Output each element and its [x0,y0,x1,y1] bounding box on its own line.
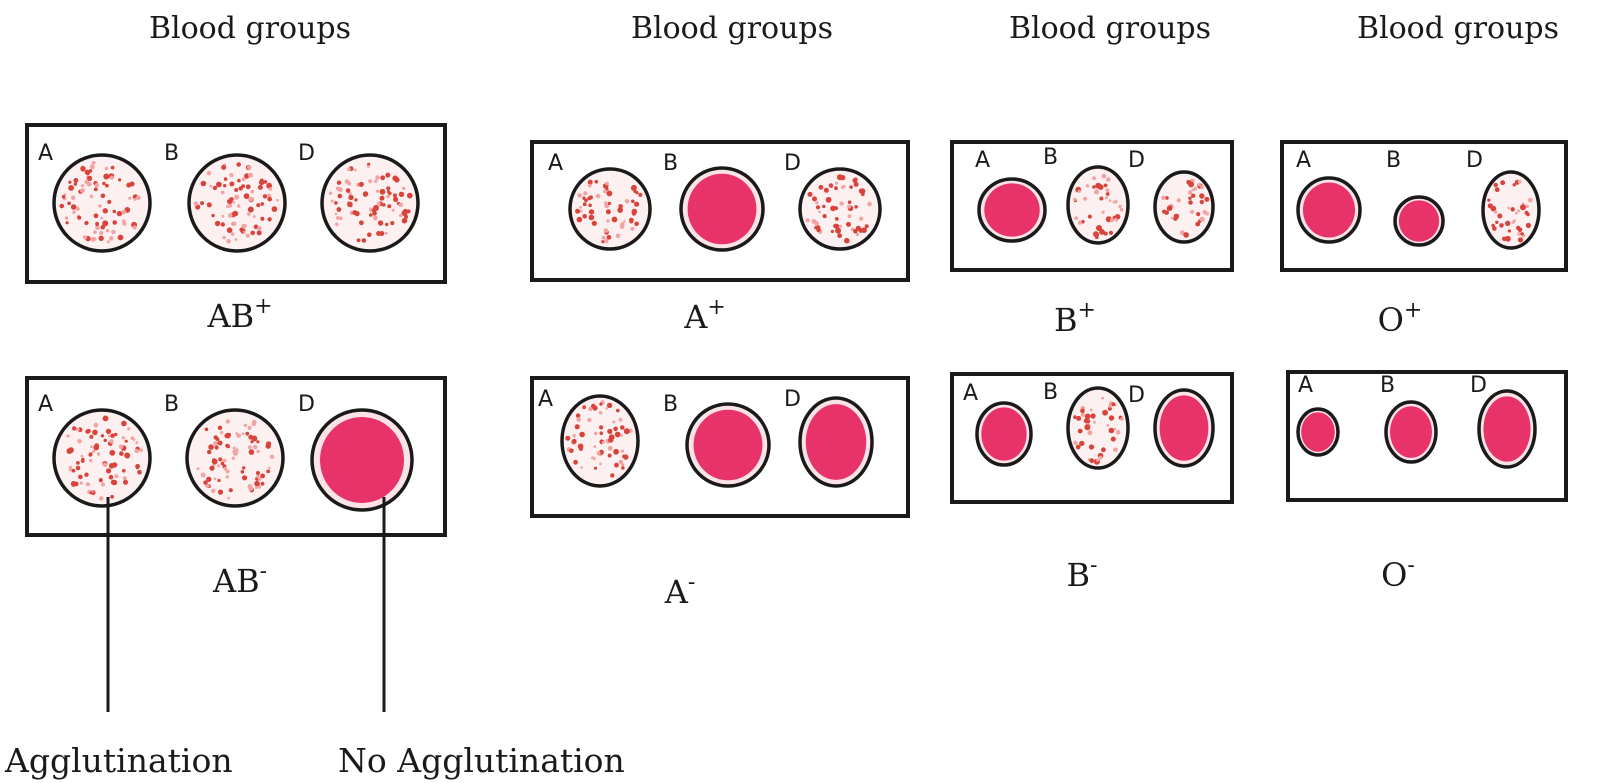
antiserum-letter: B [164,141,179,166]
blood-type-letters: B [1067,556,1091,594]
agglutination-well [54,410,150,506]
antiserum-letter: D [784,151,801,176]
blood-type-letters: O [1381,556,1407,594]
no-agglutination-well [1298,178,1360,242]
no-agglutination-well [1155,390,1213,466]
legend-no-agglutination: No Agglutination [338,741,625,780]
antiserum-letter: A [38,392,53,417]
antiserum-letter: B [663,151,678,176]
blood-type-label: A- [664,570,696,611]
agglutination-well [800,169,880,249]
rh-sign: + [1078,298,1096,323]
agglutination-well [1483,172,1539,248]
blood-type-label: O- [1381,553,1415,594]
blood-type-letters: A [664,573,689,611]
antiserum-letter: A [1296,148,1311,173]
antiserum-letter: A [975,148,990,173]
antiserum-letter: D [298,141,315,166]
antiserum-letter: D [298,392,315,417]
blood-type-label: AB- [212,559,267,600]
antiserum-letter: D [1466,148,1483,173]
blood-type-letters: B [1054,301,1078,339]
rh-sign: + [254,294,272,319]
no-agglutination-well [1298,409,1338,455]
agglutination-well [1068,388,1128,468]
rh-sign: - [260,559,267,584]
antiserum-letter: A [38,141,53,166]
antiserum-letter: A [548,151,563,176]
no-agglutination-well [977,403,1031,465]
antiserum-letter: B [1043,145,1058,170]
rh-sign: + [707,295,725,320]
no-agglutination-well [1386,402,1436,462]
agglutination-well [187,410,283,506]
no-agglutination-well [1479,391,1535,467]
antiserum-letter: B [1380,373,1395,398]
antiserum-letter: B [164,392,179,417]
antiserum-letter: A [963,381,978,406]
rh-sign: - [1407,553,1414,578]
antiserum-letter: A [538,387,553,412]
antiserum-letter: D [1128,383,1145,408]
agglutination-well [570,169,650,249]
no-agglutination-well [1395,197,1443,245]
antiserum-letter: D [1470,373,1487,398]
column-header: Blood groups [631,11,833,46]
agglutination-well [189,155,285,251]
antiserum-letter: B [1386,148,1401,173]
no-agglutination-well [681,168,763,250]
antiserum-letter: A [1298,373,1313,398]
rh-sign: + [1404,298,1422,323]
no-agglutination-well [312,410,412,510]
agglutination-well [1068,167,1128,243]
column-header: Blood groups [149,11,351,46]
column-header: Blood groups [1357,11,1559,46]
agglutination-well [322,155,418,251]
blood-type-label: O+ [1378,298,1423,339]
blood-type-label: AB+ [206,294,272,335]
blood-type-label: A+ [683,295,726,336]
antiserum-letter: D [1128,148,1145,173]
legend-agglutination: Agglutination [4,741,233,780]
column-header: Blood groups [1009,11,1211,46]
antiserum-letter: B [1043,380,1058,405]
blood-type-label: B+ [1054,298,1096,339]
blood-type-letters: A [683,298,708,336]
blood-type-letters: AB [206,297,254,335]
agglutination-well [1155,172,1213,242]
agglutination-well [54,155,150,251]
no-agglutination-well [800,398,872,486]
agglutination-well [562,396,638,486]
no-agglutination-well [979,179,1045,241]
rh-sign: - [688,570,695,595]
no-agglutination-well [687,404,769,486]
blood-type-letters: AB [212,562,260,600]
antiserum-letter: D [784,387,801,412]
blood-type-label: B- [1067,553,1098,594]
antiserum-letter: B [663,392,678,417]
blood-type-letters: O [1378,301,1404,339]
rh-sign: - [1090,553,1097,578]
